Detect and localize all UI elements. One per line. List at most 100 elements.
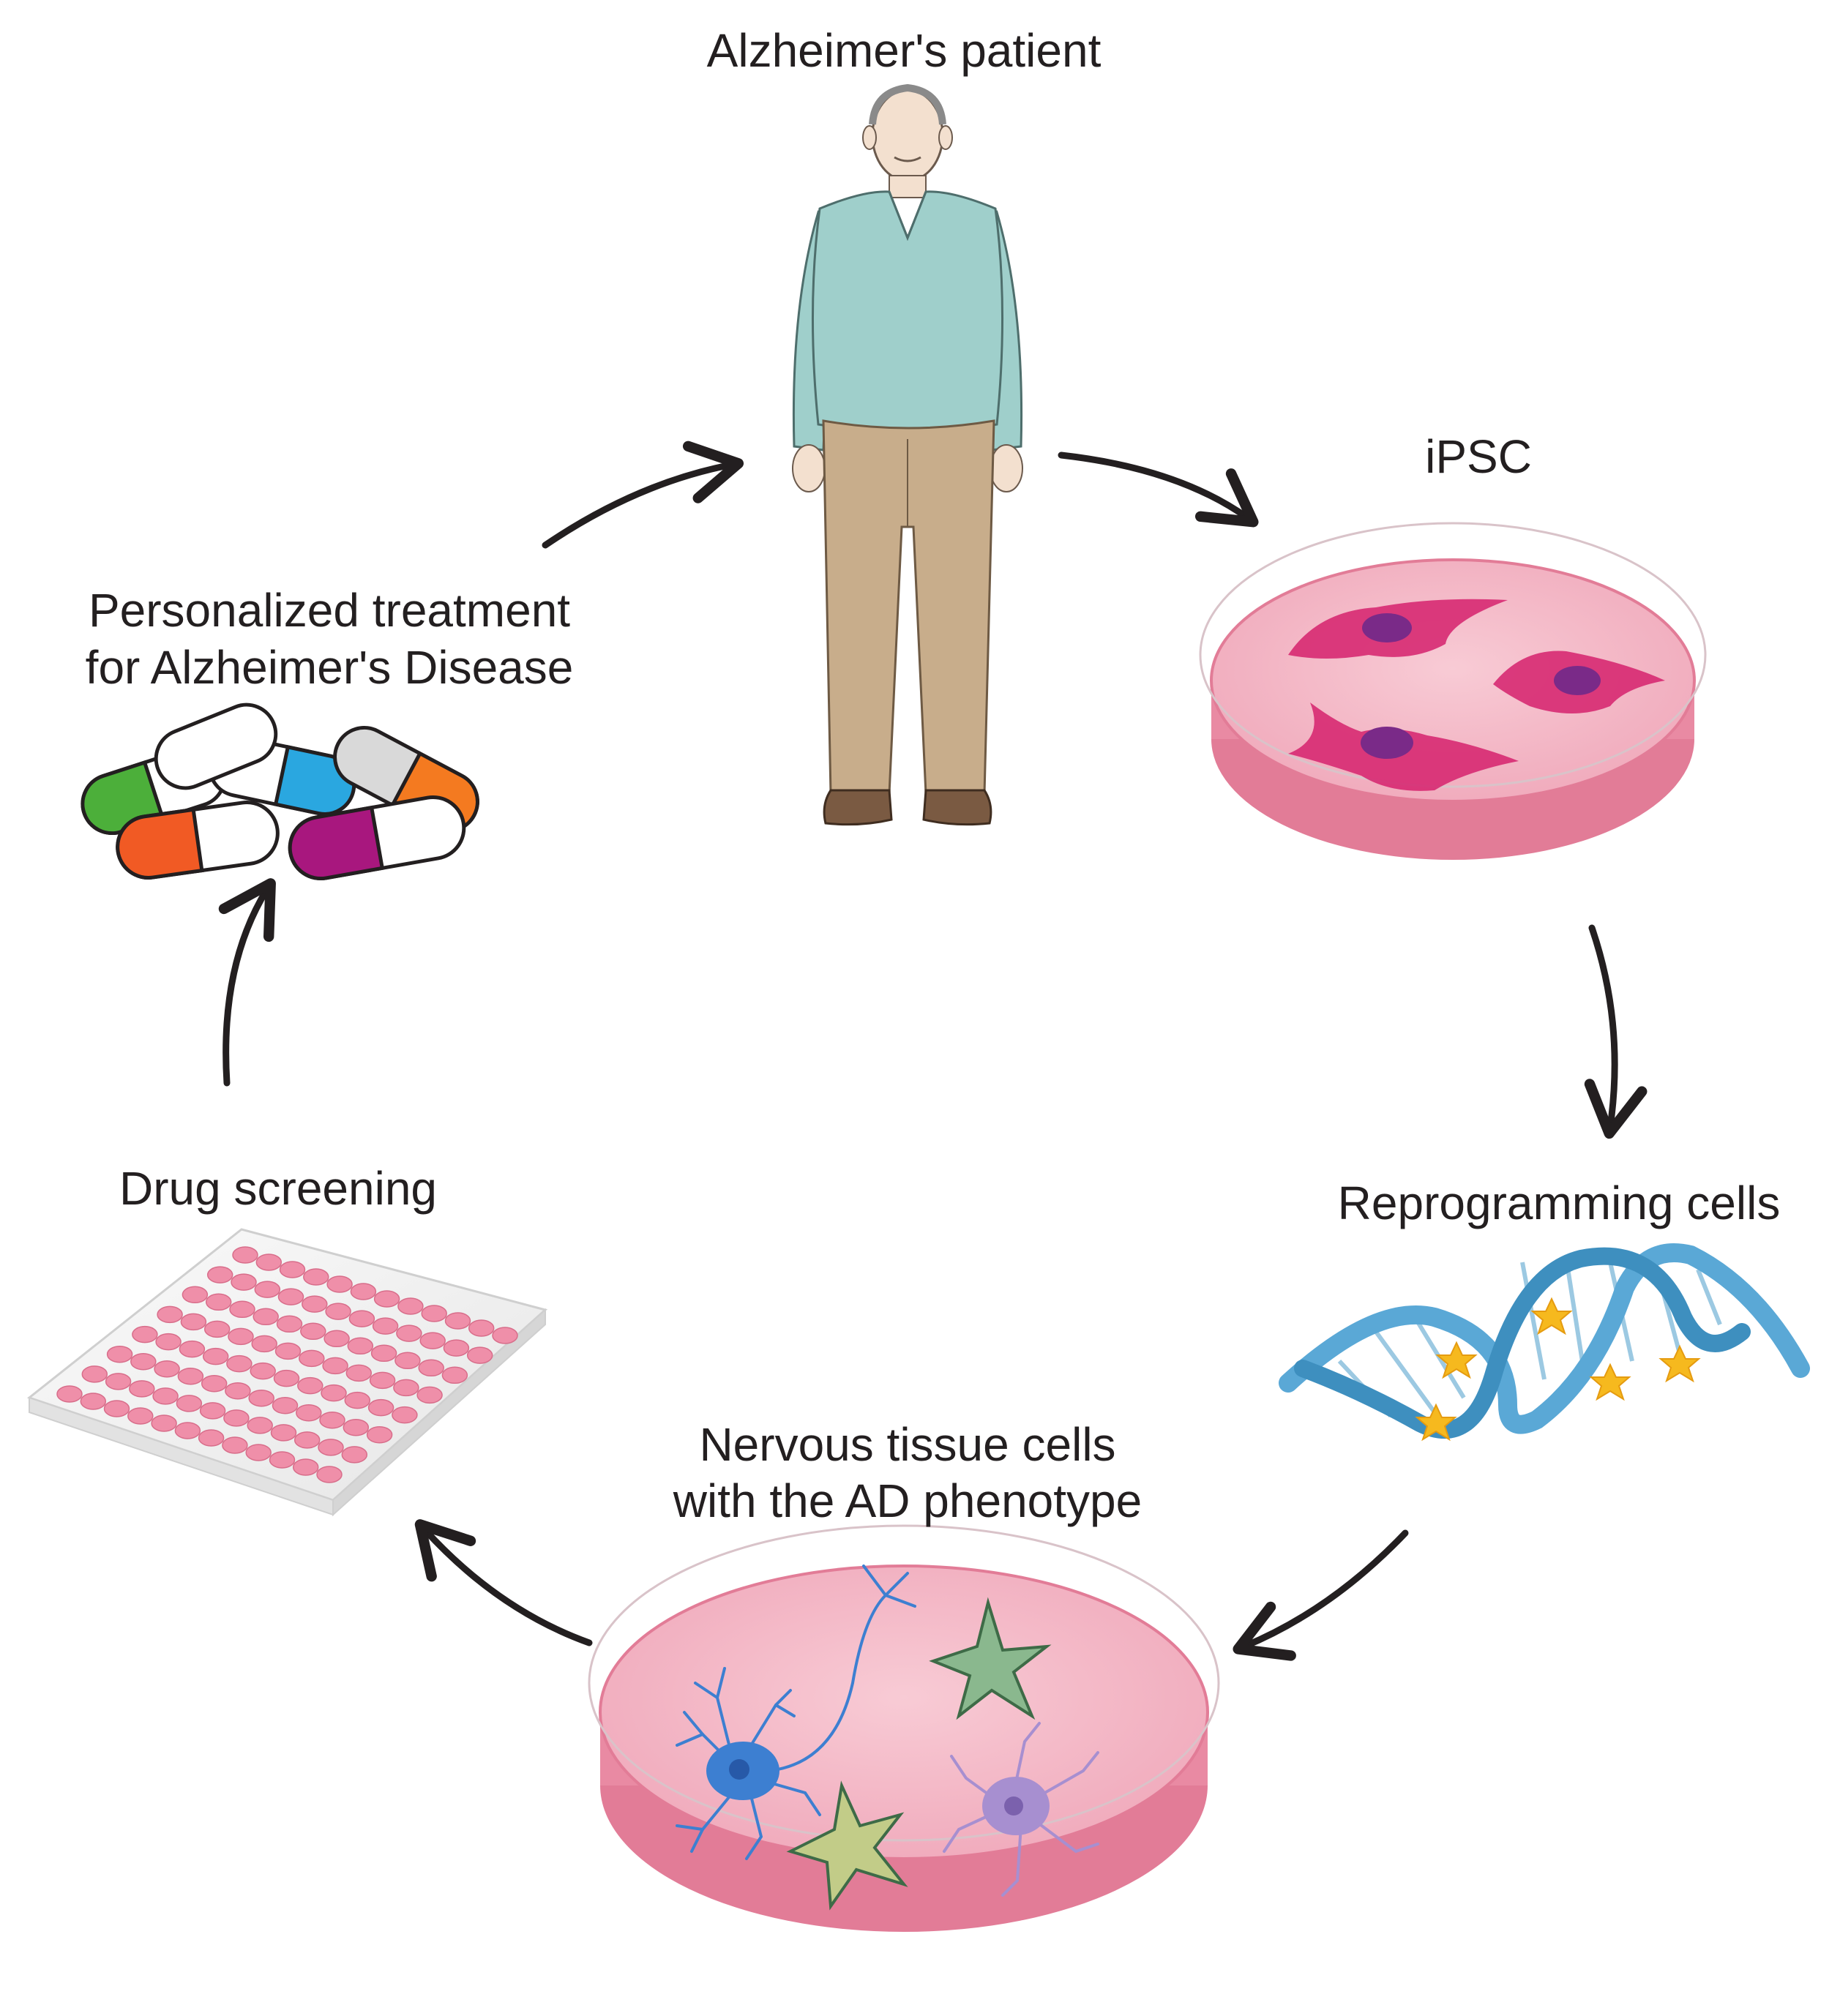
plate-well xyxy=(229,1300,255,1319)
plate-well xyxy=(468,1319,495,1337)
capsule-magenta xyxy=(288,795,466,881)
plate-well xyxy=(369,1371,396,1390)
plate-well xyxy=(318,1439,344,1456)
plate-well xyxy=(366,1425,393,1444)
plate-well xyxy=(232,1246,258,1264)
plate-well xyxy=(341,1446,368,1464)
plate-well xyxy=(203,1320,231,1338)
plate-well xyxy=(416,1386,443,1404)
arrow-patient-to-ipsc xyxy=(1058,451,1259,528)
plate-well xyxy=(319,1411,345,1429)
plate-well xyxy=(130,1352,157,1371)
plate-well xyxy=(132,1325,158,1344)
plate-well xyxy=(316,1466,343,1483)
plate-well xyxy=(443,1339,470,1357)
reprogramming-label: Reprogramming cells xyxy=(1337,1177,1781,1229)
ipsc-cell xyxy=(1288,702,1519,791)
plate-well xyxy=(106,1345,133,1363)
treatment-label-line1: Personalized treatment xyxy=(88,584,571,637)
neuron-cell xyxy=(943,1722,1099,1897)
plate-well xyxy=(277,1288,304,1305)
plate-well xyxy=(441,1366,468,1384)
plate-well xyxy=(198,1429,225,1447)
plate-well xyxy=(321,1384,347,1402)
plate-well xyxy=(373,1290,400,1308)
plate-well xyxy=(326,1275,353,1293)
plate-well xyxy=(228,1327,254,1346)
plate-well xyxy=(254,1281,281,1298)
plate-well xyxy=(269,1451,296,1469)
plate-well xyxy=(176,1395,203,1412)
neuron-cell xyxy=(676,1565,916,1860)
plate-well xyxy=(103,1400,130,1417)
plate-well xyxy=(348,1310,375,1327)
plate-well xyxy=(347,1337,374,1355)
plate-well xyxy=(105,1373,132,1390)
plate-well xyxy=(273,1369,300,1387)
plate-well xyxy=(199,1402,226,1420)
plate-well xyxy=(296,1404,322,1422)
plate-well xyxy=(397,1297,424,1315)
plate-well xyxy=(151,1414,177,1432)
plate-well xyxy=(272,1396,299,1414)
glial-cell xyxy=(786,1780,908,1911)
plate-well xyxy=(201,1374,228,1393)
plate-well xyxy=(251,1335,277,1353)
plate-well xyxy=(247,1417,273,1434)
glial-cell xyxy=(929,1597,1052,1720)
nervous-cells-petri-dish-icon xyxy=(588,1524,1220,1932)
nervous-label-line2: with the AD phenotype xyxy=(673,1474,1142,1527)
plate-well xyxy=(344,1391,371,1409)
plate-well xyxy=(270,1424,297,1442)
arrow-ipsc-to-reprogramming xyxy=(1584,924,1648,1139)
plate-well xyxy=(206,1266,233,1284)
dna-helix-icon xyxy=(1279,1243,1810,1442)
plate-well xyxy=(466,1346,493,1364)
arrow-screening-to-treatment xyxy=(218,878,276,1087)
plate-well xyxy=(419,1332,446,1349)
plate-well xyxy=(293,1431,321,1449)
plate-well xyxy=(372,1317,399,1335)
plate-well xyxy=(418,1359,444,1377)
plate-well xyxy=(231,1273,257,1291)
plate-well xyxy=(322,1357,348,1375)
ipsc-cell xyxy=(1288,599,1508,659)
plate-well xyxy=(129,1380,155,1398)
plate-well xyxy=(80,1393,107,1410)
plate-well xyxy=(370,1344,397,1363)
plate-well xyxy=(152,1387,179,1405)
capsule-white-top xyxy=(154,702,278,790)
pills-icon xyxy=(81,702,479,881)
patient-figure-icon xyxy=(792,83,1023,826)
plate-well xyxy=(350,1283,377,1300)
plate-well xyxy=(157,1305,183,1324)
plate-well xyxy=(225,1382,251,1400)
plate-well xyxy=(154,1360,180,1378)
plate-well xyxy=(492,1327,518,1344)
plate-well xyxy=(179,1340,206,1358)
plate-well xyxy=(394,1352,421,1370)
plate-well xyxy=(292,1458,319,1476)
ipsc-cell xyxy=(1493,651,1665,713)
plate-well xyxy=(421,1305,447,1322)
plate-wells xyxy=(56,1246,518,1483)
plate-well xyxy=(343,1418,370,1436)
plate-well xyxy=(302,1295,328,1313)
plate-well xyxy=(276,1315,303,1333)
arrow-nervous-to-screening xyxy=(414,1519,593,1646)
plate-well xyxy=(274,1342,302,1360)
plate-well xyxy=(444,1312,471,1330)
plate-well xyxy=(250,1362,276,1380)
plate-well xyxy=(81,1365,108,1383)
plate-well xyxy=(324,1330,350,1348)
plate-well xyxy=(180,1313,207,1331)
plate-well xyxy=(345,1364,373,1382)
plate-well xyxy=(303,1268,329,1286)
plate-well xyxy=(155,1333,182,1351)
plate-well xyxy=(367,1398,394,1417)
plate-well xyxy=(393,1379,419,1397)
ipsc-label: iPSC xyxy=(1425,430,1532,483)
mutation-star-icon xyxy=(1415,1297,1701,1442)
nervous-label-line1: Nervous tissue cells xyxy=(699,1418,1116,1471)
